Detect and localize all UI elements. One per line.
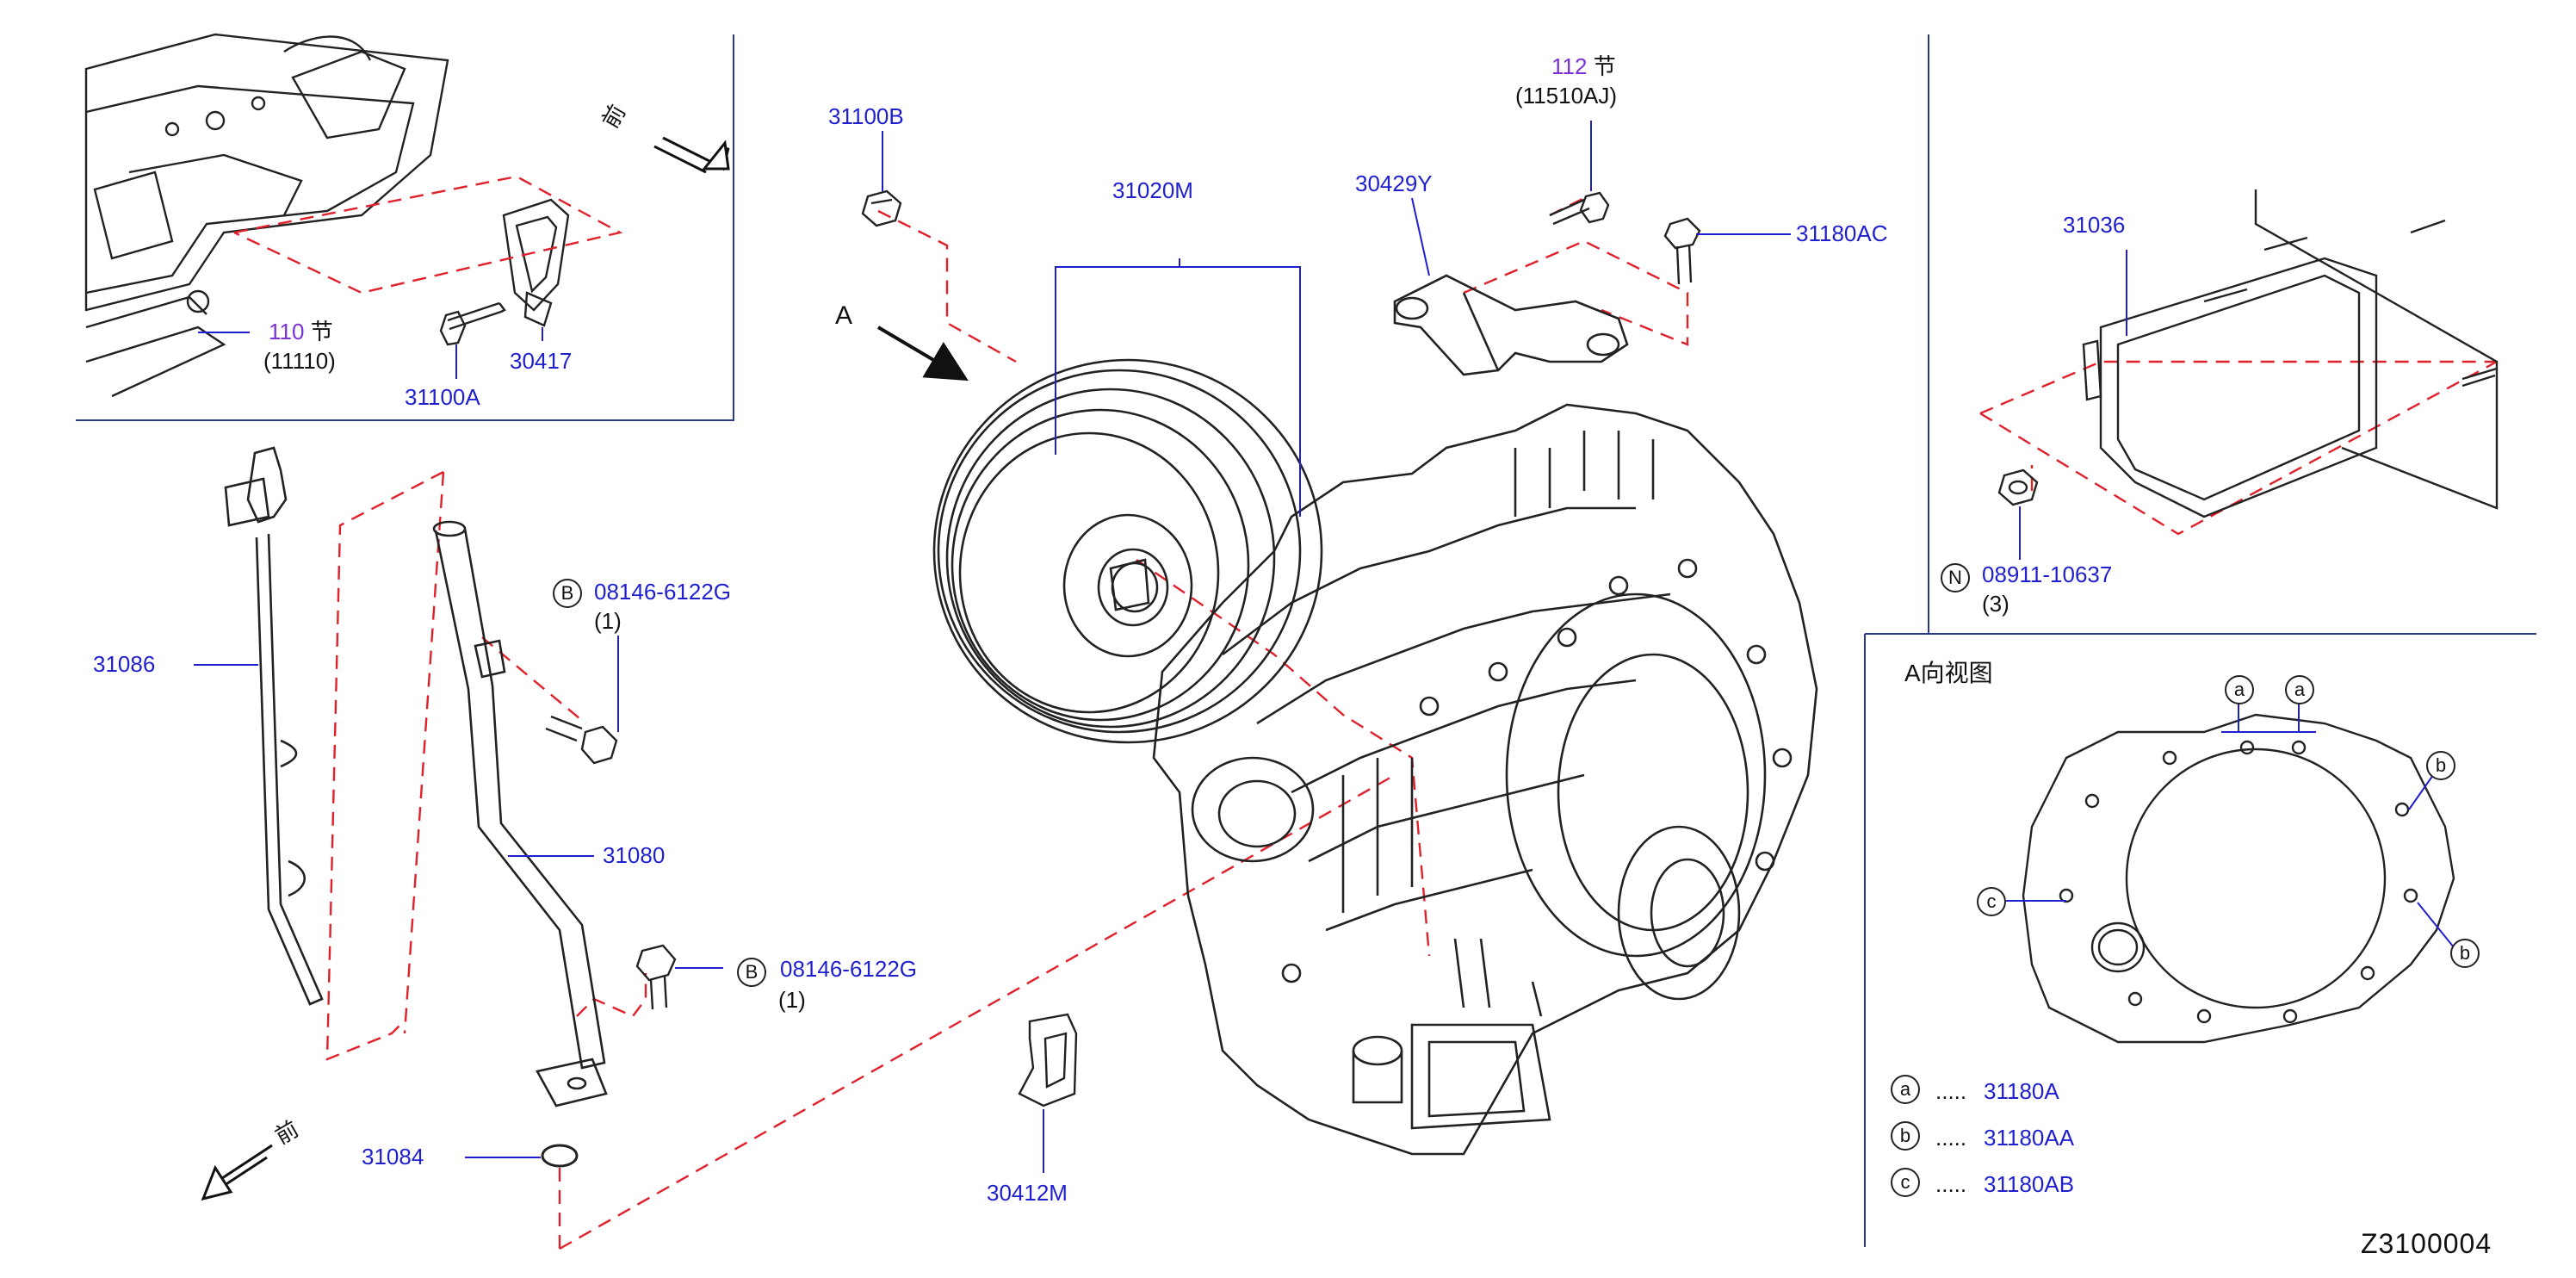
dashed-references [233,175,2498,1250]
legend-key-b: b [1891,1121,1920,1151]
part-label-08146-upper[interactable]: 08146-6122G [594,579,732,605]
section-number-110[interactable]: 110 [269,319,305,344]
section-code-11510AJ: (11510AJ) [1515,83,1618,109]
part-label-31180AC[interactable]: 31180AC [1796,220,1888,246]
part-label-31020M[interactable]: 31020M [1112,177,1193,203]
part-label-31100A[interactable]: 31100A [405,384,480,410]
section-ref-110[interactable]: 110 节 [269,319,333,344]
legend-code-31180AA[interactable]: 31180AA [1984,1125,2075,1151]
part-label-31036[interactable]: 31036 [2063,212,2126,238]
diagram-id: Z3100004 [2361,1228,2492,1259]
bracket-30429Y [1393,274,1629,376]
part-label-08146-lower[interactable]: 08146-6122G [780,956,918,982]
legend-key-c: c [1891,1168,1920,1197]
legend-key-a: a [1891,1075,1920,1104]
part-label-30412M[interactable]: 30412M [987,1180,1068,1206]
part-label-31080[interactable]: 31080 [603,842,666,868]
leader-lines [194,121,2455,1173]
bolt-31180AC [1663,217,1701,285]
transmission-assembly [1152,403,1818,1156]
section-number-112[interactable]: 112 [1551,53,1588,79]
section-suffix: 节 [310,319,333,344]
section-ref-112[interactable]: 112 节 [1551,53,1616,79]
nut-marker-n: N [1941,563,1970,592]
module-31036 [2082,189,2499,518]
view-callout-b-top: b [2426,751,2455,780]
o-ring-31084 [541,1144,579,1168]
bolt-08146-upper [545,715,618,765]
bolt-31100A [439,301,506,346]
bolt-marker-b-lower: B [737,958,766,987]
bolt-08146-lower [635,944,677,1010]
part-label-30429Y[interactable]: 30429Y [1355,171,1433,196]
part-label-31086[interactable]: 31086 [93,651,156,677]
view-callout-a-right: a [2285,675,2314,704]
dipstick-tube-31080 [432,520,608,1107]
view-callout-b-bottom: b [2450,939,2480,968]
front-arrow-top [653,136,730,174]
legend-code-31180A[interactable]: 31180A [1984,1078,2059,1104]
view-arrow-a [876,326,969,382]
part-label-30417[interactable]: 30417 [510,348,573,374]
bolt-marker-b-upper: B [553,579,582,608]
section-suffix: 节 [1593,53,1616,79]
bolt-qty-upper: (1) [594,608,622,634]
view-callout-c: c [1977,887,2006,916]
part-label-31100B[interactable]: 31100B [828,103,904,129]
clip-30412M [1018,1013,1078,1107]
nut-08911 [1997,468,2039,506]
vehicle-frame-sketch [84,33,449,398]
section-code-11110: (11110) [263,348,336,374]
bracket-30417 [502,198,570,327]
part-label-31084[interactable]: 31084 [362,1144,424,1169]
part-label-08911-10637[interactable]: 08911-10637 [1982,561,2113,587]
legend-code-31180AB[interactable]: 31180AB [1984,1171,2075,1197]
torque-converter-31020M [932,358,1323,744]
front-arrow-bottom [201,1144,273,1201]
bolt-qty-lower: (1) [778,987,806,1013]
view-callout-a-left: a [2225,675,2254,704]
bolt-section-112 [1549,191,1610,226]
housing-view-a [2022,713,2455,1044]
panel-frames [76,34,2536,1247]
nut-31100B [861,189,902,227]
legend-dots: ..... [1935,1125,1967,1151]
legend-dots: ..... [1935,1078,1967,1104]
nut-qty: (3) [1982,591,2009,617]
legend-dots: ..... [1935,1171,1967,1197]
view-arrow-letter: A [835,301,853,330]
view-a-title: A向视图 [1904,660,1993,686]
dipstick-31086 [224,446,324,1006]
